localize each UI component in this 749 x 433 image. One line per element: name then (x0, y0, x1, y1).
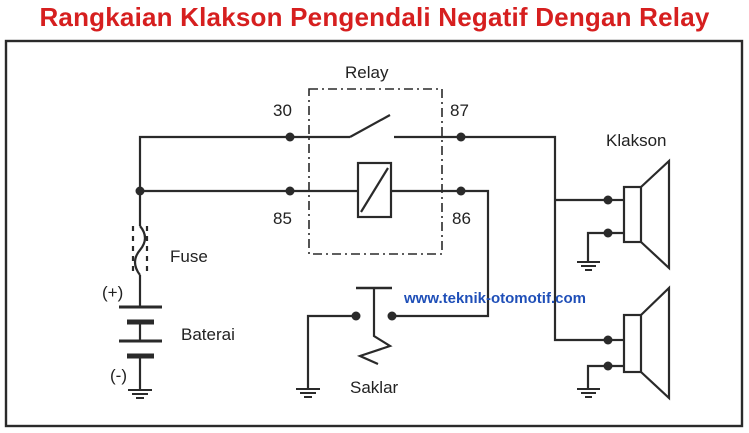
battery-minus-label: (-) (110, 366, 127, 385)
saklar-switch (356, 286, 393, 366)
terminal-30-label: 30 (273, 101, 292, 120)
wire-terminal-30 (138, 135, 350, 191)
klakson-label: Klakson (606, 131, 666, 150)
terminal-86-label: 86 (452, 209, 471, 228)
horn-1-icon (577, 158, 671, 271)
fuse-label: Fuse (170, 247, 208, 266)
saklar-label: Saklar (350, 378, 399, 397)
website-watermark: www.teknik-otomotif.com (403, 290, 586, 307)
terminal-87-label: 87 (450, 101, 469, 120)
wire-terminal-86 (391, 189, 490, 318)
terminal-85-label: 85 (273, 209, 292, 228)
baterai-label: Baterai (181, 325, 235, 344)
relay-switch-contact (349, 114, 391, 138)
fuse-symbol (131, 225, 149, 276)
relay-label: Relay (345, 63, 389, 82)
diagram-frame (4, 39, 744, 428)
battery-plus-label: (+) (102, 283, 123, 302)
junction-dots (135, 132, 613, 371)
battery-ground-icon (128, 389, 152, 399)
relay-coil-slash (360, 167, 389, 213)
saklar-ground-icon (296, 388, 320, 398)
battery-symbol (119, 305, 162, 359)
relay-box (308, 88, 443, 255)
page-title: Rangkaian Klakson Pengendali Negatif Den… (39, 2, 710, 32)
horn-2-icon (577, 285, 671, 401)
wire-saklar-ground (306, 314, 356, 389)
wire-terminal-87 (394, 135, 608, 342)
